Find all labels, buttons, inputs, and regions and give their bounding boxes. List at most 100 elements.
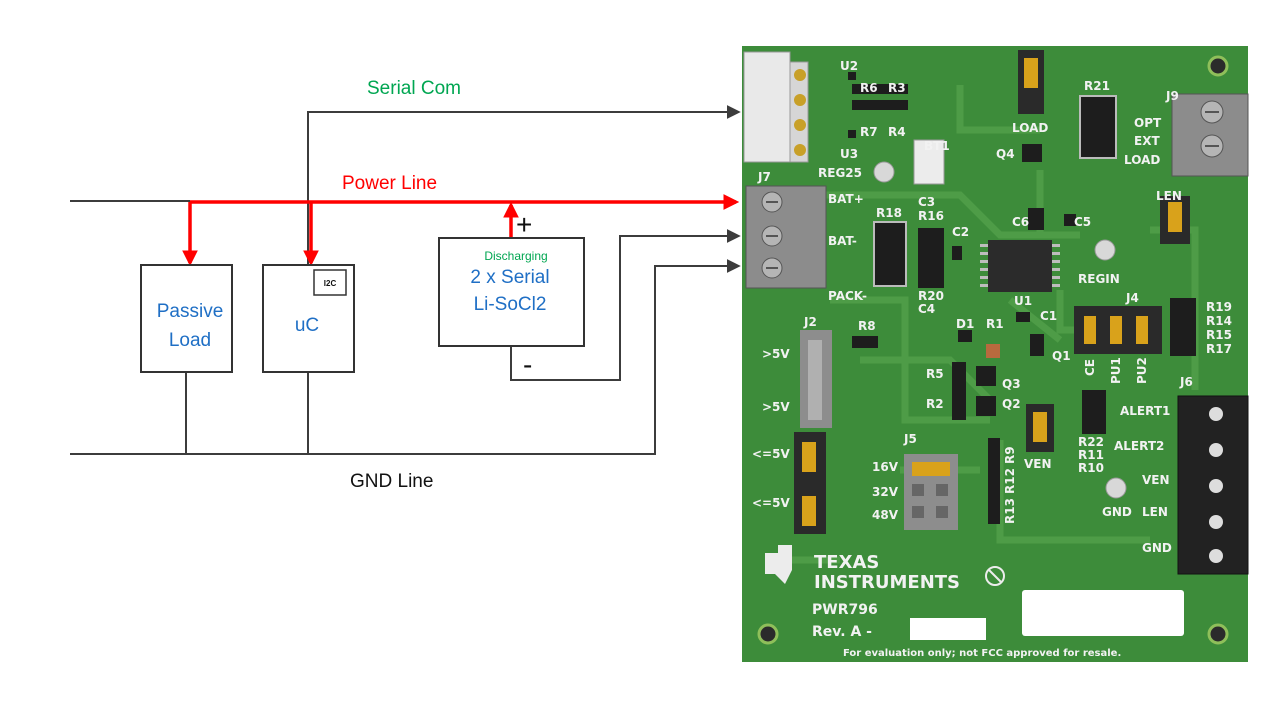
silk-ext: EXT <box>1134 134 1160 148</box>
j9-terminal-block <box>1171 93 1249 177</box>
silk-ven-mid: VEN <box>1024 457 1052 471</box>
silk-r9: R9 <box>1003 446 1017 464</box>
silk-r15: R15 <box>1206 328 1232 342</box>
silk-load-top: LOAD <box>1012 121 1048 135</box>
silk-r8: R8 <box>858 319 876 333</box>
silk-le5v-2: <=5V <box>752 496 790 510</box>
silk-regin: REGIN <box>1078 272 1120 286</box>
silk-r6: R6 <box>860 81 878 95</box>
jumpers <box>794 50 1190 534</box>
silk-32v: 32V <box>872 485 899 499</box>
gnd-line-wire <box>70 259 741 455</box>
i2c-chip <box>313 269 347 296</box>
silk-len: LEN <box>1142 505 1168 519</box>
passive-load-box <box>140 264 233 373</box>
ti-logo-instruments: INSTRUMENTS <box>814 572 960 593</box>
silk-c4: C4 <box>918 302 935 316</box>
silk-r2: R2 <box>926 397 944 411</box>
silk-ven: VEN <box>1142 473 1170 487</box>
mounting-holes <box>757 55 1229 645</box>
silk-16v: 16V <box>872 460 899 474</box>
silk-r13: R13 <box>1003 498 1017 524</box>
silk-r3: R3 <box>888 81 906 95</box>
silk-c1: C1 <box>1040 309 1057 323</box>
silk-u2: U2 <box>840 59 858 73</box>
j2-header <box>800 330 832 428</box>
silk-u3: U3 <box>840 147 858 161</box>
silk-r12: R12 <box>1003 468 1017 494</box>
power-line-label: Power Line <box>342 173 437 194</box>
silk-pu1: PU1 <box>1109 357 1123 384</box>
silk-q3: Q3 <box>1002 377 1021 391</box>
silk-48v: 48V <box>872 508 899 522</box>
silk-u1: U1 <box>1014 294 1032 308</box>
silk-r11: R11 <box>1078 448 1104 462</box>
silk-gt5v-1: >5V <box>762 347 790 361</box>
silk-r21: R21 <box>1084 79 1110 93</box>
silk-r17: R17 <box>1206 342 1232 356</box>
silk-j7: J7 <box>757 170 771 184</box>
ti-logo-texas: TEXAS <box>814 552 879 573</box>
j6-terminal-block <box>1177 395 1249 575</box>
silk-bat-minus: BAT- <box>828 234 857 248</box>
silk-gnd-tp: GND <box>1102 505 1132 519</box>
serial-com-wire <box>307 105 741 265</box>
silk-opt: OPT <box>1134 116 1162 130</box>
silk-r20: R20 <box>918 289 944 303</box>
silk-j9: J9 <box>1165 89 1179 103</box>
components <box>765 72 1196 640</box>
silk-r18: R18 <box>876 206 902 220</box>
silk-gt5v-2: >5V <box>762 400 790 414</box>
silk-r22: R22 <box>1078 435 1104 449</box>
silk-r19: R19 <box>1206 300 1232 314</box>
silk-r7: R7 <box>860 125 878 139</box>
silk-reg25: REG25 <box>818 166 862 180</box>
silk-r10: R10 <box>1078 461 1104 475</box>
silk-pack-minus: PACK- <box>828 289 867 303</box>
j7-terminal-block <box>745 185 827 289</box>
silk-q1: Q1 <box>1052 349 1071 363</box>
passive-load-label-1: Passive <box>157 301 224 322</box>
silk-q4: Q4 <box>996 147 1015 161</box>
discharging-label: Discharging <box>484 249 547 263</box>
board-model: PWR796 <box>812 602 878 618</box>
i2c-label: I2C <box>324 279 337 288</box>
battery-minus-wire <box>510 229 741 381</box>
silk-le5v-1: <=5V <box>752 447 790 461</box>
board-disclaimer: For evaluation only; not FCC approved fo… <box>843 648 1121 659</box>
silk-c2: C2 <box>952 225 969 239</box>
silk-pu2: PU2 <box>1135 357 1149 384</box>
gnd-line-label: GND Line <box>350 471 433 492</box>
schematic: Serial Com Power Line GND Line Passive L… <box>70 78 741 492</box>
board-rev: Rev. A - <box>812 624 872 640</box>
battery-minus-label: - <box>523 349 532 380</box>
passive-load-label-2: Load <box>169 330 211 351</box>
silk-j5: J5 <box>903 432 917 446</box>
silk-alert2: ALERT2 <box>1114 439 1164 453</box>
silk-gnd: GND <box>1142 541 1172 555</box>
silk-r5: R5 <box>926 367 944 381</box>
silk-c3: C3 <box>918 195 935 209</box>
silk-len-top: LEN <box>1156 189 1182 203</box>
silk-d1: D1 <box>956 317 974 331</box>
silk-j2: J2 <box>803 315 817 329</box>
silkscreen-labels: U2 R6 R3 R7 R4 U3 REG25 BT1 J7 BAT+ BAT-… <box>752 59 1232 659</box>
battery-plus-label: + <box>516 209 532 240</box>
battery-label-2: Li-SoCl2 <box>474 294 547 315</box>
silk-r4: R4 <box>888 125 906 139</box>
serial-com-label: Serial Com <box>367 78 461 99</box>
silk-load-j9: LOAD <box>1124 153 1160 167</box>
silk-c5: C5 <box>1074 215 1091 229</box>
silk-c6: C6 <box>1012 215 1029 229</box>
uc-label: uC <box>295 315 319 336</box>
silk-r14: R14 <box>1206 314 1232 328</box>
battery-label-1: 2 x Serial <box>470 267 549 288</box>
silk-r16: R16 <box>918 209 944 223</box>
battery-box <box>438 237 585 347</box>
silk-j6: J6 <box>1179 375 1193 389</box>
silk-q2: Q2 <box>1002 397 1021 411</box>
silk-bt1: BT1 <box>924 139 950 153</box>
silk-bat-plus: BAT+ <box>828 192 864 206</box>
